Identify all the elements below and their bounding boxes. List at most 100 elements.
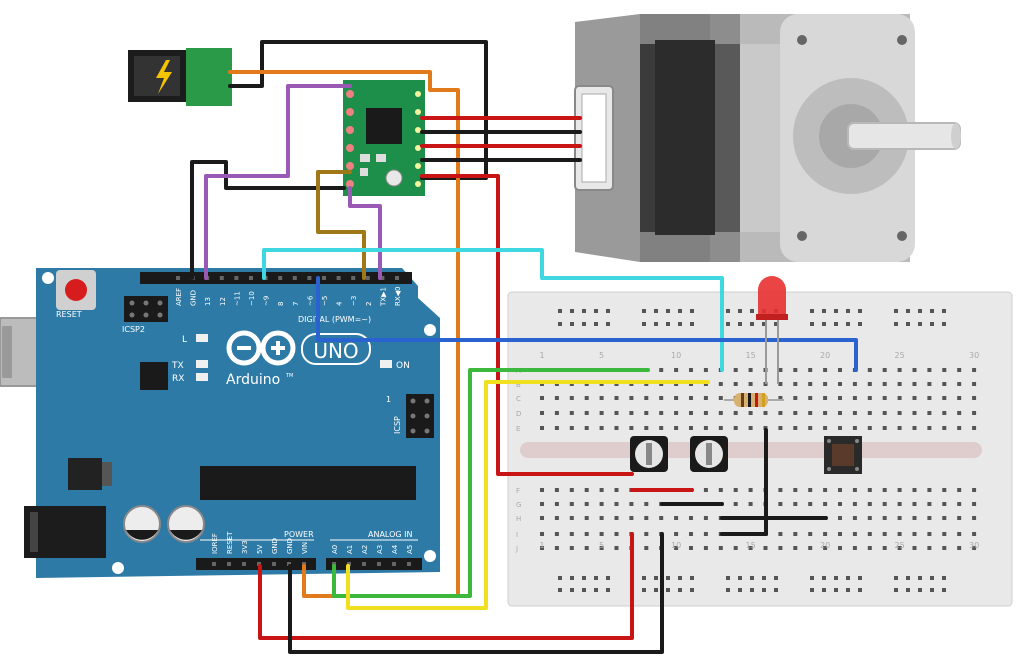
rail-hole — [930, 576, 934, 580]
header-pin — [219, 276, 224, 280]
bb-hole — [689, 396, 693, 400]
bb-hole — [882, 516, 887, 520]
rail-hole — [594, 309, 598, 313]
bb-hole — [838, 532, 842, 536]
stepper-driver-board — [343, 80, 425, 196]
bb-hole — [569, 546, 574, 550]
driver-potentiometer[interactable] — [385, 169, 403, 187]
bb-hole — [614, 516, 619, 520]
bb-hole — [897, 546, 902, 550]
potentiometer-2[interactable] — [690, 436, 728, 472]
bb-column-number: 5 — [599, 541, 604, 550]
wire-blue-pin6-to-button — [316, 276, 858, 372]
bb-hole — [703, 396, 708, 400]
bb-hole — [823, 502, 828, 506]
bb-hole — [674, 368, 679, 372]
bb-hole — [942, 502, 947, 506]
rail-hole — [918, 309, 922, 313]
bb-hole — [778, 411, 783, 415]
bb-hole — [927, 532, 932, 536]
bb-row-letter: B — [516, 381, 521, 389]
bb-hole — [763, 426, 768, 430]
bb-hole — [942, 426, 947, 430]
analog-pin-label: A4 — [391, 544, 399, 554]
bb-hole — [823, 396, 828, 400]
bb-hole — [838, 426, 842, 430]
wire-brown-pin3-to-driver — [316, 170, 366, 280]
rail-hole — [810, 322, 814, 326]
bb-hole — [882, 382, 887, 386]
bb-hole — [867, 426, 872, 430]
header-pin — [395, 276, 399, 280]
bb-column-number: 15 — [746, 541, 756, 550]
push-button[interactable] — [824, 436, 862, 474]
bb-hole — [852, 532, 857, 536]
arduino-wordmark: Arduino — [226, 372, 280, 388]
rail-hole — [582, 322, 586, 326]
bb-hole — [584, 396, 589, 400]
bb-hole — [957, 426, 962, 430]
bb-hole — [957, 411, 962, 415]
digital-pin-label: 7 — [292, 302, 300, 306]
capacitors — [123, 505, 205, 543]
bb-hole — [748, 488, 753, 492]
bb-hole — [942, 411, 947, 415]
rail-hole — [654, 322, 658, 326]
atmega-chip-small — [140, 362, 168, 390]
bb-hole — [942, 516, 947, 520]
rail-hole — [858, 309, 862, 313]
analog-pin-label: A0 — [331, 545, 339, 554]
bb-hole — [972, 488, 977, 492]
bb-hole — [912, 546, 917, 550]
rail-hole — [594, 588, 598, 592]
rail-hole — [582, 576, 586, 580]
rail-hole — [558, 309, 562, 313]
bb-hole — [793, 502, 798, 506]
bb-hole — [897, 516, 902, 520]
bb-hole — [972, 382, 977, 386]
bb-hole — [703, 488, 708, 492]
bb-hole — [897, 396, 902, 400]
bb-hole — [972, 411, 977, 415]
rail-hole — [894, 576, 898, 580]
bb-hole — [867, 382, 872, 386]
lightning-icon — [156, 60, 172, 94]
rail-hole — [906, 309, 910, 313]
bb-hole — [972, 546, 977, 550]
icsp-header — [406, 394, 434, 438]
bb-hole — [584, 488, 589, 492]
bb-hole — [793, 368, 798, 372]
bb-hole — [838, 488, 842, 492]
voltage-regulator — [68, 458, 102, 490]
rail-hole — [762, 576, 766, 580]
bb-hole — [569, 532, 574, 536]
bb-hole — [689, 368, 693, 372]
rail-hole — [774, 322, 778, 326]
bb-hole — [838, 382, 842, 386]
bb-hole — [718, 382, 723, 386]
bb-hole — [540, 502, 544, 506]
power-pin-label: GND — [286, 538, 294, 554]
potentiometer-1[interactable] — [630, 436, 668, 472]
bb-hole — [644, 502, 649, 506]
bb-hole — [867, 502, 872, 506]
rail-hole — [858, 322, 862, 326]
wire-orange-jack-to-vmot — [228, 70, 460, 598]
rail-hole — [834, 309, 838, 313]
bb-hole — [957, 396, 962, 400]
bb-hole — [733, 426, 738, 430]
rail-hole — [930, 309, 934, 313]
bb-hole — [912, 532, 917, 536]
bb-hole — [540, 426, 544, 430]
arduino-logo — [226, 330, 296, 366]
rail-hole — [834, 588, 838, 592]
power-pin-label: IOREF — [211, 533, 219, 554]
bb-hole — [763, 546, 768, 550]
bb-hole — [569, 426, 574, 430]
wire-purple-pin2-to-driver — [348, 186, 382, 280]
bb-hole — [599, 396, 604, 400]
bb-hole — [569, 502, 574, 506]
bb-hole — [614, 411, 619, 415]
bb-hole — [823, 532, 828, 536]
bb-hole — [867, 488, 872, 492]
